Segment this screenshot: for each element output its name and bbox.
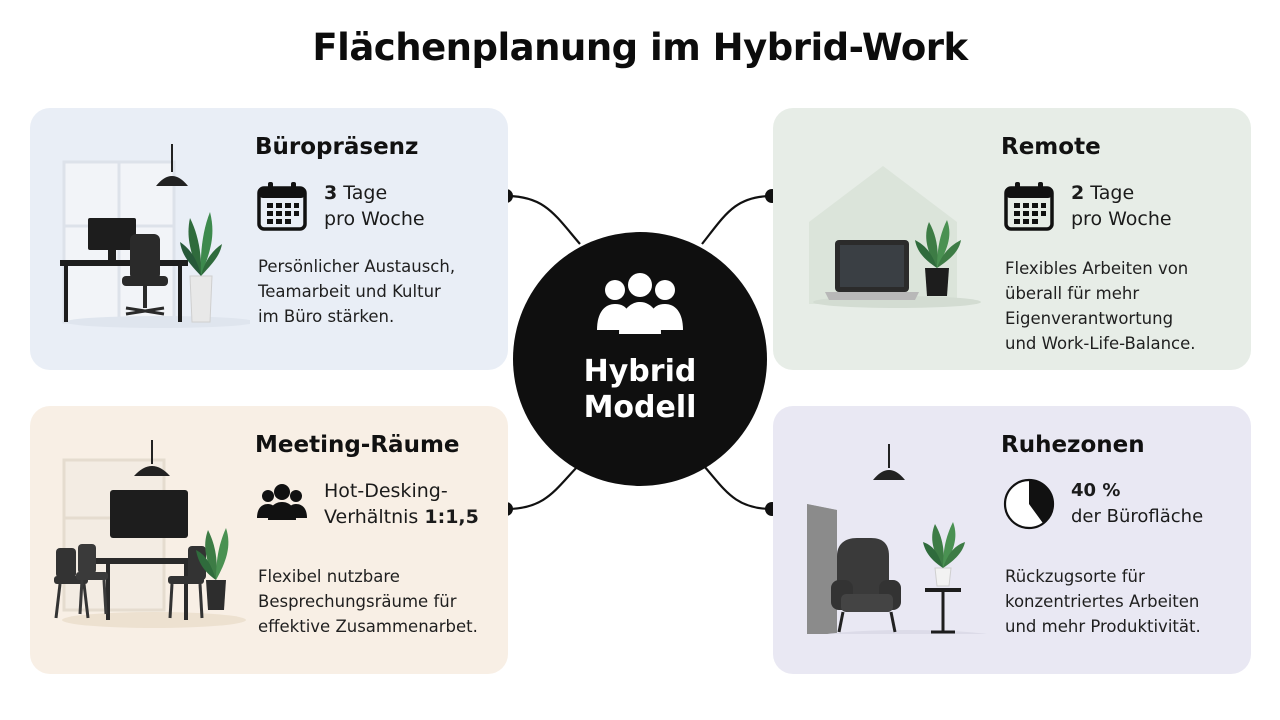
- stat-value-office: 3: [324, 182, 338, 204]
- desc-line: konzentriertes Arbeiten: [1005, 592, 1200, 611]
- stat-value-meeting: 1:1,5: [424, 506, 479, 528]
- desc-line: Rückzugsorte für: [1005, 567, 1145, 586]
- desc-line: Teamarbeit und Kultur: [258, 282, 441, 301]
- desc-line: Flexibles Arbeiten von: [1005, 259, 1189, 278]
- desc-remote: Flexibles Arbeiten von überall für mehr …: [1005, 256, 1245, 356]
- connector-remote: [701, 194, 773, 245]
- stat-line1-office: Tage: [337, 182, 388, 204]
- desc-line: Persönlicher Austausch,: [258, 257, 456, 276]
- meeting-room-illustration: [54, 440, 246, 628]
- group-icon: [597, 273, 683, 334]
- connector-quiet: [703, 465, 773, 511]
- stat-line1-meeting: Hot-Desking-: [324, 480, 448, 502]
- card-quiet-zones: Ruhezonen 40 % der Bürofläche Rückzugsor…: [773, 406, 1251, 674]
- home-laptop-illustration: [809, 166, 981, 308]
- office-desk-illustration: [60, 144, 250, 328]
- hub-label-line2: Modell: [583, 390, 697, 425]
- card-title-meeting: Meeting-Räume: [255, 432, 460, 458]
- page-title: Flächenplanung im Hybrid-Work: [312, 26, 968, 69]
- calendar-icon: [1004, 182, 1054, 231]
- stat-office: 3 Tage pro Woche: [256, 180, 425, 232]
- desc-line: Flexibel nutzbare: [258, 567, 400, 586]
- card-title-quiet: Ruhezonen: [1001, 432, 1145, 458]
- stat-line2-quiet: der Bürofläche: [1071, 506, 1204, 527]
- desc-office: Persönlicher Austausch, Teamarbeit und K…: [258, 254, 498, 329]
- pie-chart-icon: [1003, 478, 1055, 530]
- card-meeting-rooms: Meeting-Räume Hot-Desking- Verhältnis 1:…: [30, 406, 508, 674]
- desc-line: im Büro stärken.: [258, 307, 395, 326]
- hub-label-line1: Hybrid: [583, 354, 697, 389]
- card-office-presence: Büropräsenz 3 Tage pro Woche Persönliche…: [30, 108, 508, 370]
- stat-value-quiet: 40 %: [1071, 480, 1121, 501]
- desc-line: effektive Zusammenarbet.: [258, 617, 478, 636]
- desc-line: und Work-Life-Balance.: [1005, 334, 1196, 353]
- lounge-chair-illustration: [807, 444, 987, 634]
- stat-meeting: Hot-Desking- Verhältnis 1:1,5: [256, 478, 479, 530]
- stat-line2-meeting: Verhältnis: [324, 506, 425, 528]
- stat-line2-office: pro Woche: [324, 208, 425, 230]
- desc-line: überall für mehr: [1005, 284, 1140, 303]
- desc-line: und mehr Produktivität.: [1005, 617, 1201, 636]
- stat-line1-remote: Tage: [1084, 182, 1135, 204]
- people-icon: [257, 484, 307, 520]
- connector-office: [505, 194, 581, 245]
- stat-line2-remote: pro Woche: [1071, 208, 1172, 230]
- hub-hybrid-model: Hybrid Modell: [513, 232, 767, 486]
- stat-quiet: 40 % der Bürofläche: [1003, 478, 1203, 530]
- card-remote: Remote 2 Tage pro Woche Flexibles Arbeit…: [773, 108, 1251, 370]
- desc-quiet: Rückzugsorte für konzentriertes Arbeiten…: [1005, 564, 1245, 639]
- calendar-icon: [257, 182, 307, 231]
- stat-value-remote: 2: [1071, 182, 1085, 204]
- desc-line: Eigenverantwortung: [1005, 309, 1174, 328]
- connector-meeting: [505, 465, 579, 511]
- card-title-remote: Remote: [1001, 134, 1101, 160]
- pie-slice: [1029, 480, 1054, 524]
- stat-remote: 2 Tage pro Woche: [1003, 180, 1172, 232]
- desc-meeting: Flexibel nutzbare Besprechungsräume für …: [258, 564, 498, 639]
- card-title-office: Büropräsenz: [255, 134, 419, 160]
- desc-line: Besprechungsräume für: [258, 592, 457, 611]
